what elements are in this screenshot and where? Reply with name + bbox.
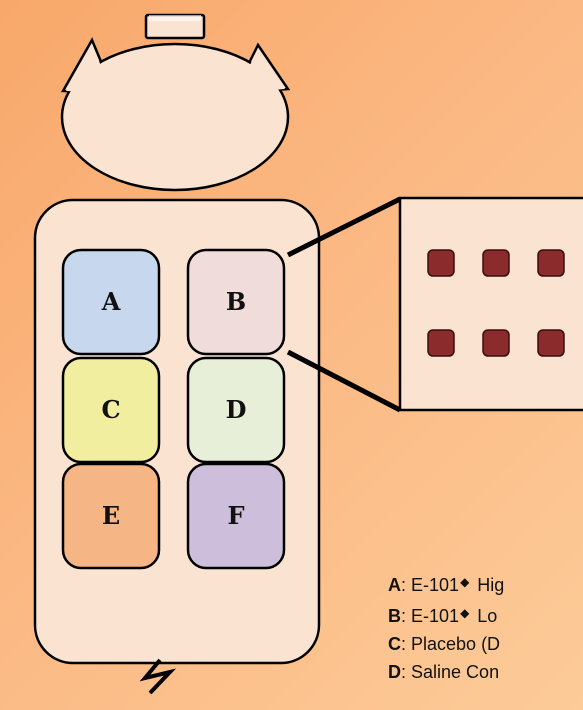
- zoom-line-bottom: [286, 349, 402, 413]
- zoom-dot: [427, 329, 455, 357]
- zoom-dot: [537, 329, 565, 357]
- legend-key: D: [388, 662, 401, 682]
- grid-cell-c: [61, 356, 161, 464]
- legend-key: B: [388, 606, 401, 626]
- zoom-dot: [482, 329, 510, 357]
- diamond-icon: ◆: [460, 575, 470, 589]
- legend: A: E-101◆ Hig B: E-101◆ Lo C: Placebo (D D:…: [388, 568, 504, 686]
- legend-text: E-101: [411, 606, 460, 626]
- legend-suffix: Lo: [472, 606, 498, 626]
- zoom-panel: [398, 196, 583, 412]
- grid-cell-label: C: [101, 395, 120, 424]
- grid-cell-f: [186, 462, 286, 570]
- ear-overlap-right: [236, 49, 285, 93]
- legend-key: C: [388, 634, 401, 654]
- device-head: [60, 13, 291, 192]
- grid-cell-d: [186, 356, 286, 464]
- zoom-dot: [427, 249, 455, 277]
- diamond-icon: ◆: [460, 606, 470, 620]
- head-ellipse: [60, 42, 290, 192]
- grid-cell-label: E: [102, 501, 120, 530]
- treatment-grid: A B C D E F: [61, 248, 286, 570]
- legend-item-a: A: E-101◆ Hig: [388, 575, 505, 595]
- grid-cell-label: D: [226, 395, 247, 424]
- legend-key: A: [388, 575, 401, 595]
- legend-text: E-101: [411, 575, 460, 595]
- legend-item-b: B: E-101◆ Lo: [388, 606, 498, 626]
- tail-squiggle: [139, 658, 177, 695]
- grid-cell-label: B: [226, 287, 246, 316]
- grid-cell-label: A: [101, 287, 121, 316]
- grid-cell-e: [61, 462, 161, 570]
- legend-item-c: C: Placebo (D: [388, 634, 501, 654]
- legend-suffix: Hig: [472, 575, 505, 595]
- zoom-dot: [537, 249, 565, 277]
- zoom-dots: [427, 249, 565, 357]
- grid-cell-b: [186, 248, 286, 356]
- ear-overlap-left: [66, 44, 112, 93]
- zoom-dot: [482, 249, 510, 277]
- zoom-line-top: [286, 196, 402, 258]
- legend-item-d: D: Saline Con: [388, 662, 500, 682]
- head-cap-top: [149, 15, 201, 21]
- legend-text: Placebo (D: [411, 634, 501, 654]
- legend-text: Saline Con: [411, 662, 500, 682]
- grid-cell-label: F: [227, 501, 244, 530]
- grid-cell-a: [61, 248, 161, 356]
